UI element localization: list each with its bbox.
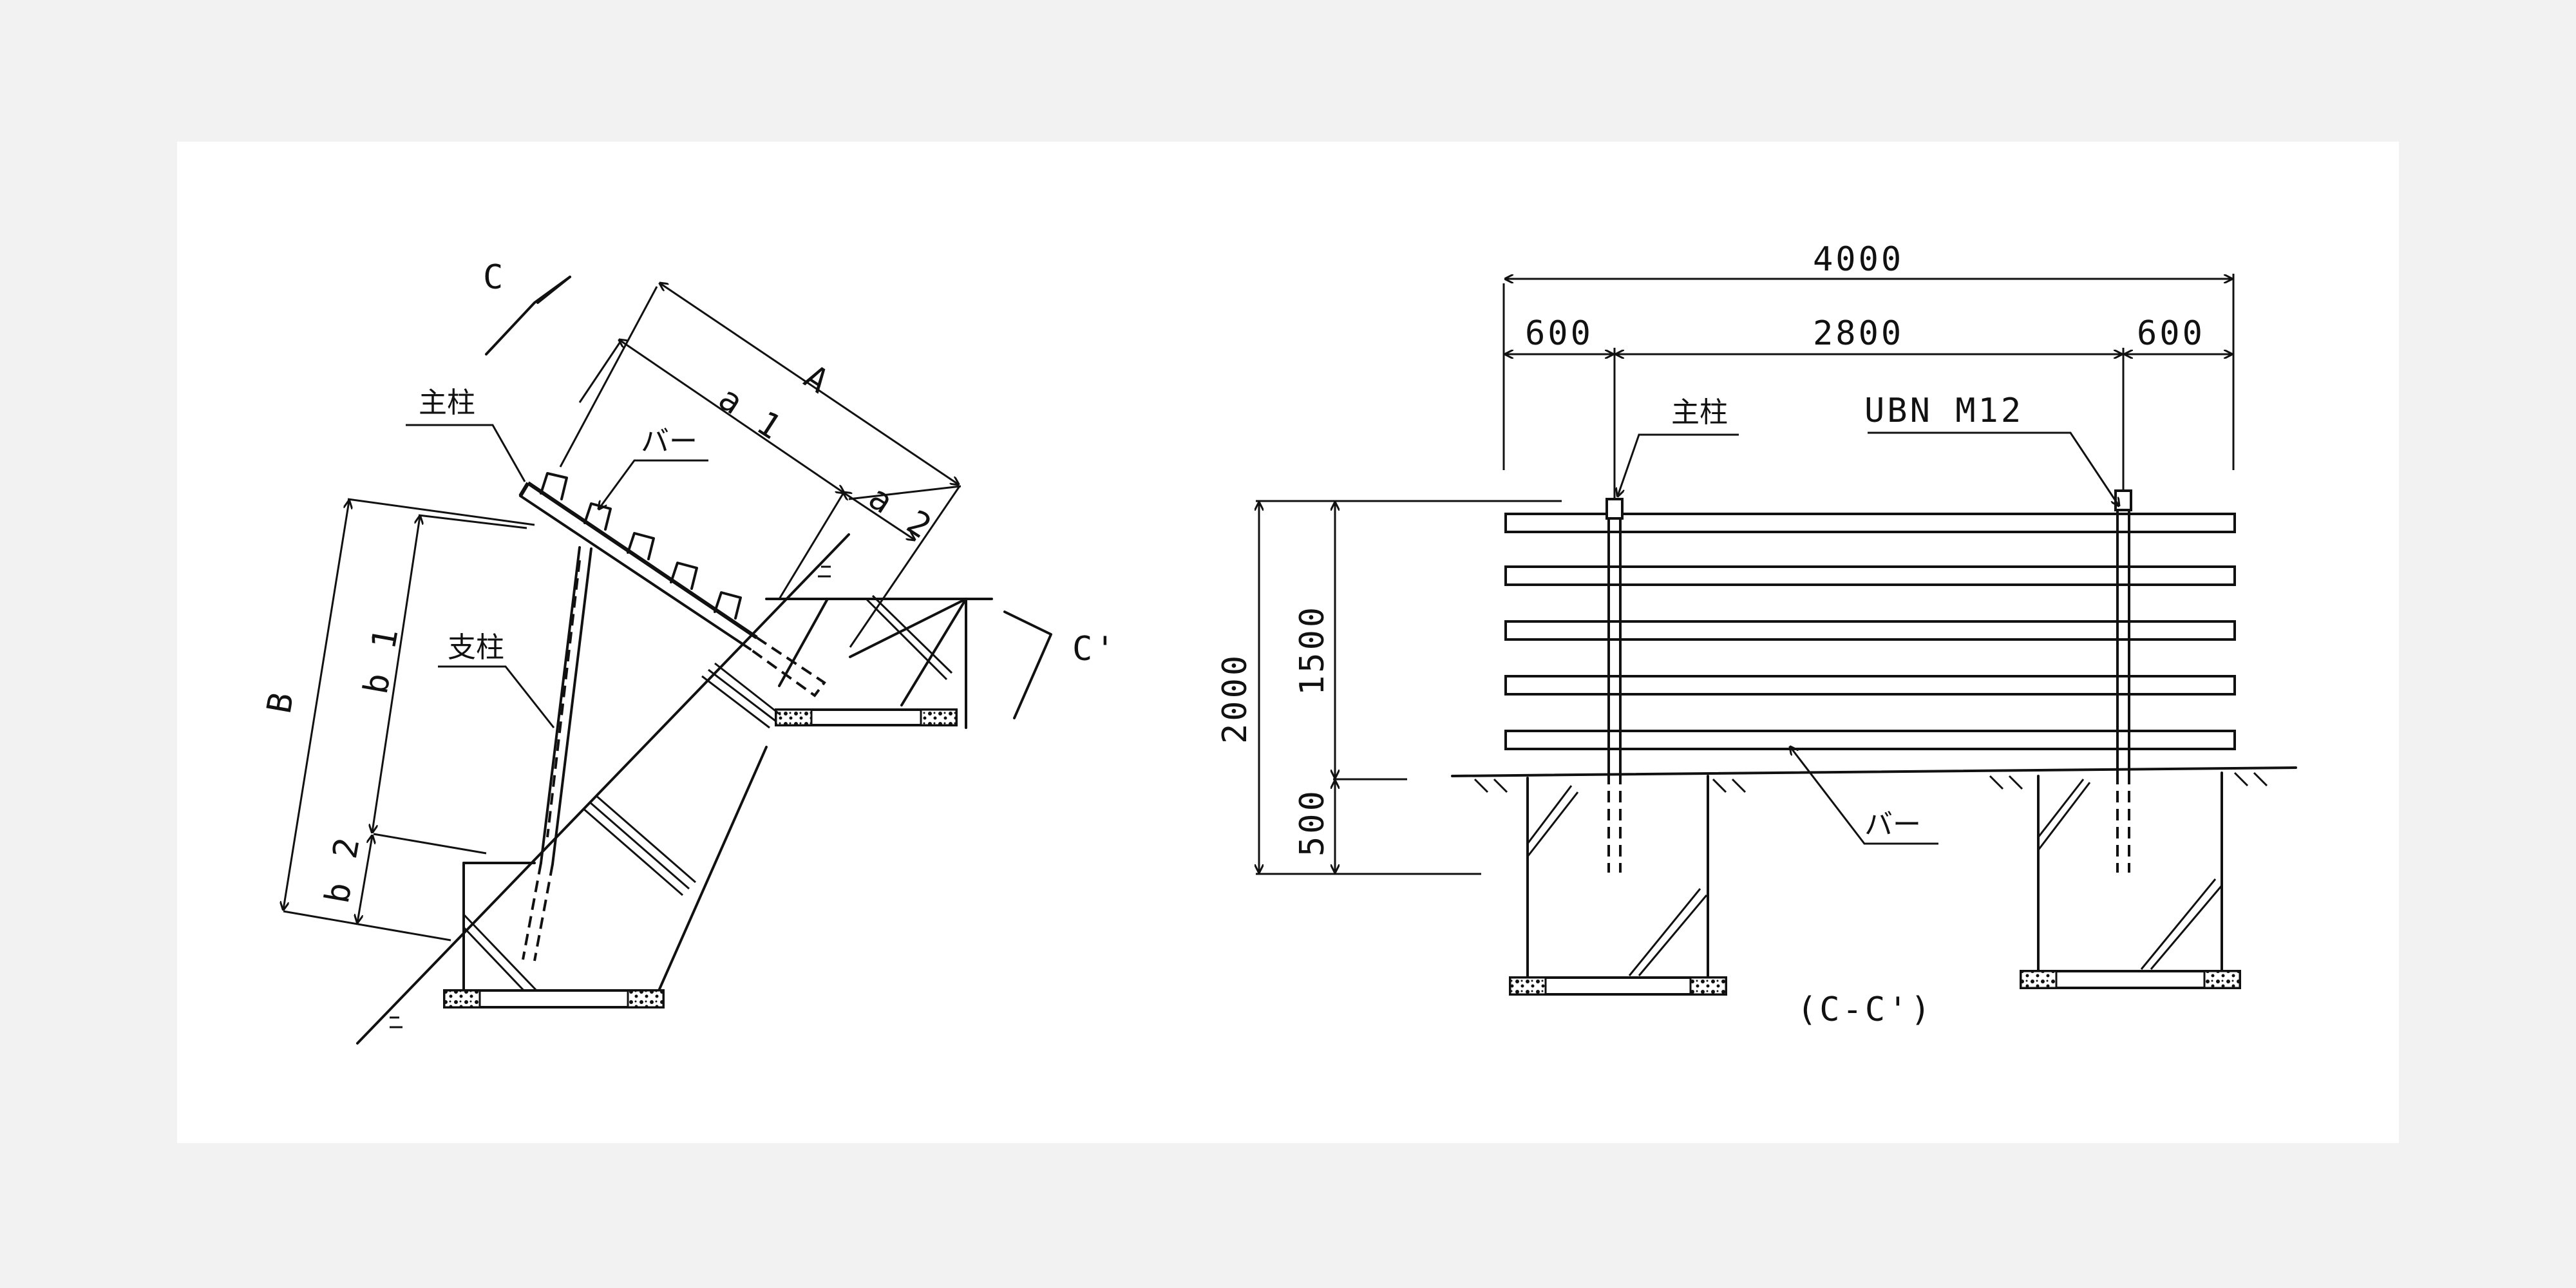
post-left	[1605, 498, 1624, 873]
label-main-post-left: 主柱	[419, 386, 475, 419]
ground-line	[1451, 766, 2297, 777]
view-caption: (C-C')	[1797, 990, 1933, 1029]
section-label-c-prime: C'	[1072, 630, 1118, 668]
lower-footing	[443, 989, 665, 1009]
dim-600-right: 600	[2137, 314, 2205, 353]
label-main-post-right: 主柱	[1671, 396, 1728, 429]
fence-panel	[527, 481, 758, 639]
label-support-post: 支柱	[448, 631, 504, 664]
support-strut	[540, 546, 581, 864]
dim-2000: 2000	[1216, 653, 1255, 744]
dim-4000: 4000	[1813, 240, 1904, 279]
rail-bars	[1504, 513, 2236, 750]
section-view: 4000 600 2800 600	[1216, 240, 2297, 1029]
label-bar-left: バー	[641, 425, 697, 458]
label-ubn-m12: UBN M12	[1864, 392, 2023, 430]
section-mark-c-prime	[1003, 611, 1052, 719]
dim-2800: 2800	[1813, 314, 1904, 353]
dim-600-left: 600	[1525, 314, 1593, 353]
dim-1500: 1500	[1293, 605, 1332, 696]
slope-line	[356, 533, 850, 1045]
side-view: A a 1 a 2 B b 1 b 2 C C' 主柱 バー 支柱	[260, 258, 1118, 1045]
dim-500: 500	[1293, 788, 1332, 857]
label-bar-right: バー	[1864, 808, 1921, 841]
section-label-c: C	[483, 258, 506, 297]
